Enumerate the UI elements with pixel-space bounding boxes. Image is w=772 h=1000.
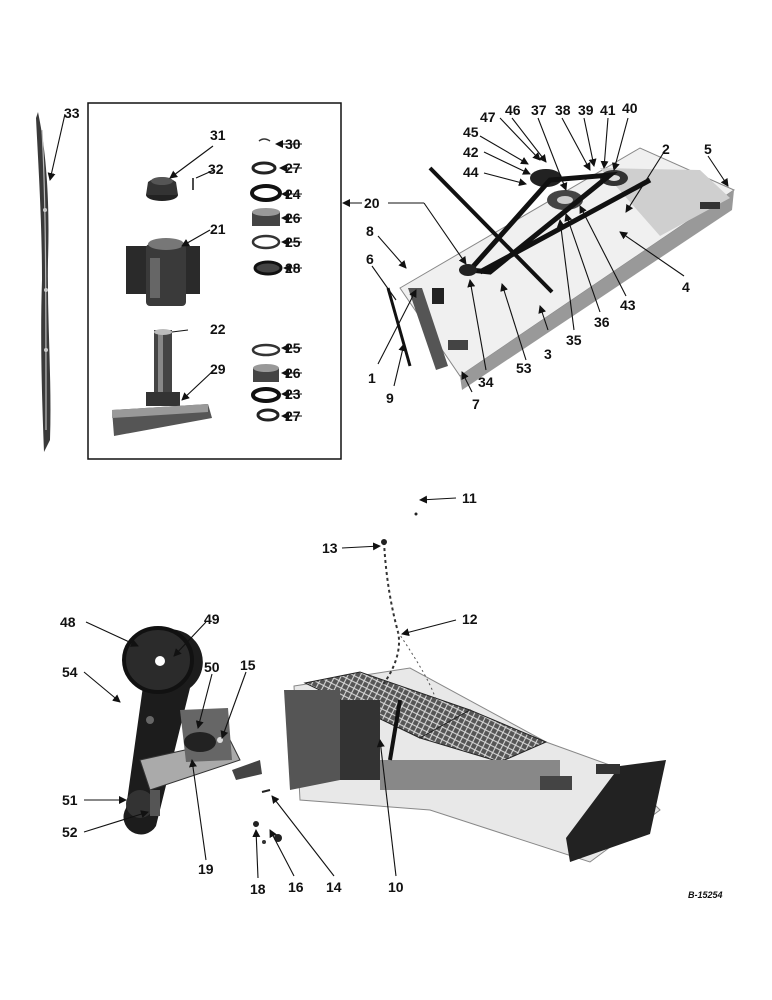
chain-illustration: [381, 541, 400, 687]
part-number: 37: [531, 102, 547, 118]
bearing-stack-illustration: [250, 138, 283, 422]
part-number: 27: [285, 408, 301, 424]
spindle-illustration: [112, 329, 212, 436]
part-number: 44: [463, 164, 479, 180]
part-number: 20: [364, 195, 380, 211]
part-number: 43: [620, 297, 636, 313]
inset-frame: [87, 102, 342, 460]
part-number: 36: [594, 314, 610, 330]
bearing-cap-illustration: [146, 177, 178, 201]
figure-reference-code: B-15254: [688, 890, 723, 900]
part-number: 46: [505, 102, 521, 118]
part-number: 22: [210, 321, 226, 337]
part-number: 9: [386, 390, 394, 406]
part-number: 7: [472, 396, 480, 412]
part-number: 40: [622, 100, 638, 116]
part-number: 3: [544, 346, 552, 362]
part-number: 30: [285, 136, 301, 152]
part-number: 12: [462, 611, 478, 627]
part-number: 2: [662, 141, 670, 157]
part-number: 13: [322, 540, 338, 556]
part-number: 5: [704, 141, 712, 157]
part-number: 29: [210, 361, 226, 377]
deck-assembly-illustration: [386, 147, 736, 390]
part-number: 23: [285, 386, 301, 402]
part-number: 26: [285, 210, 301, 226]
part-number: 25: [285, 340, 301, 356]
part-number: 15: [240, 657, 256, 673]
part-number: 52: [62, 824, 78, 840]
mower-assembly-illustration: [284, 667, 666, 863]
part-number: 54: [62, 664, 78, 680]
leader-lines: [47, 113, 729, 879]
part-number: 4: [682, 279, 690, 295]
part-number: 8: [366, 223, 374, 239]
part-number: 42: [463, 144, 479, 160]
part-number: 32: [208, 161, 224, 177]
part-number: 33: [64, 105, 80, 121]
part-number: 11: [462, 490, 477, 506]
part-number: 39: [578, 102, 594, 118]
drive-pulley-illustration: [122, 626, 262, 835]
part-number: 49: [204, 611, 220, 627]
part-number: 19: [198, 861, 214, 877]
part-number: 35: [566, 332, 582, 348]
part-number: 38: [555, 102, 571, 118]
part-number: 53: [516, 360, 532, 376]
part-number: 48: [60, 614, 76, 630]
bearing-housing-illustration: [126, 238, 200, 306]
part-number: 50: [204, 659, 220, 675]
part-number: 31: [210, 127, 226, 143]
part-number: 51: [62, 792, 78, 808]
part-number: 34: [478, 374, 494, 390]
part-number: 26: [285, 365, 301, 381]
part-number: 41: [600, 102, 616, 118]
part-number: 24: [285, 186, 301, 202]
part-number: 28: [285, 260, 301, 276]
callout-numbers: 30 27 24 26 25 28 25 26 23 27 31 32 21 2…: [60, 100, 712, 897]
part-number: 21: [210, 221, 226, 237]
crank-bar-illustration: [36, 112, 51, 452]
part-number: 27: [285, 160, 301, 176]
part-number: 16: [288, 879, 304, 895]
part-number: 25: [285, 234, 301, 250]
part-number: 14: [326, 879, 342, 895]
part-number: 47: [480, 109, 496, 125]
part-number: 18: [250, 881, 266, 897]
part-number: 1: [368, 370, 376, 386]
part-number: 10: [388, 879, 404, 895]
part-number: 6: [366, 251, 374, 267]
part-number: 45: [463, 124, 479, 140]
